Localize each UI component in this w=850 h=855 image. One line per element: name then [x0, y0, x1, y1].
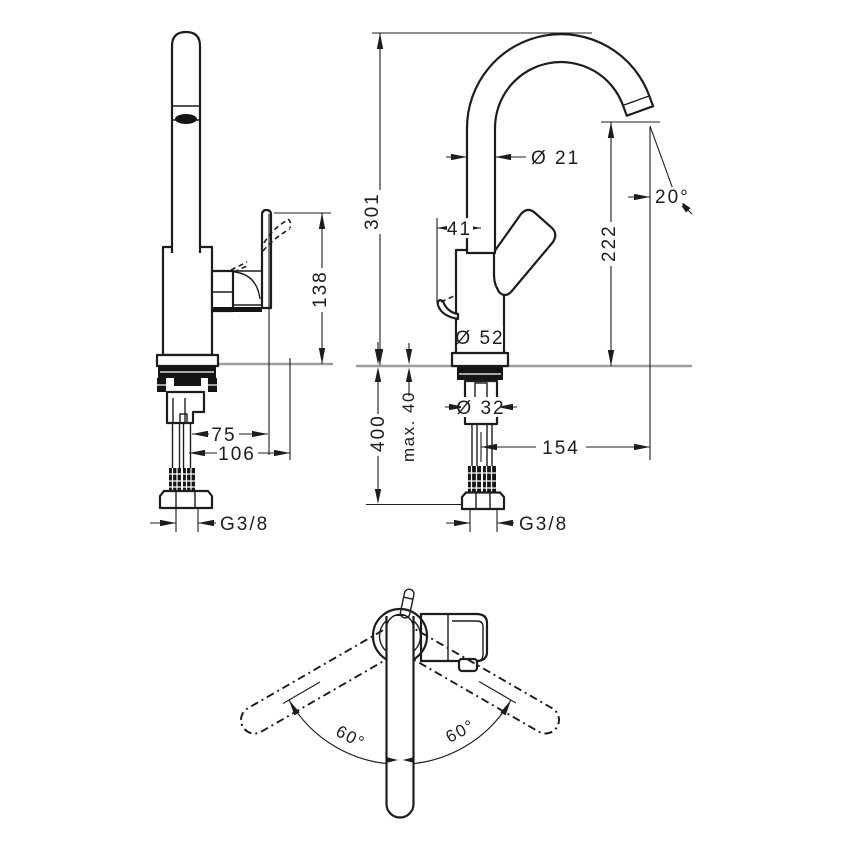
handle-raised-dashed	[263, 219, 289, 244]
lever-front	[436, 295, 460, 321]
dim-spout-diameter-label: Ø 21	[531, 148, 580, 169]
mounting-shank-side	[165, 390, 206, 425]
dim-spout-diameter: Ø 21	[446, 148, 580, 169]
dim-75: 75	[192, 214, 270, 455]
dim-138: 138	[274, 212, 331, 364]
side-view: 138 75 106 G3/8	[150, 30, 333, 535]
dim-154: 154	[480, 432, 650, 462]
hex-nut-side	[158, 489, 214, 510]
spout-front	[465, 33, 655, 255]
top-view: 60° 60°	[240, 588, 560, 819]
supply-hoses-side	[158, 423, 214, 510]
dim-301-label: 301	[362, 192, 383, 230]
dim-shank-diameter-label: Ø 32	[456, 398, 505, 419]
dim-400: 400	[366, 342, 461, 506]
dim-222: 222	[599, 121, 660, 366]
dim-thread-front-label: G3/8	[519, 514, 568, 535]
base-escutcheon-side	[155, 353, 220, 392]
front-view: 301 Ø 21 41 222	[356, 32, 693, 535]
dim-41-label: 41	[447, 219, 472, 240]
dim-thread-front: G3/8	[446, 509, 568, 535]
dim-222-label: 222	[599, 224, 620, 262]
dim-max-40: max. 40	[399, 343, 418, 462]
dim-thread-side-label: G3/8	[220, 514, 269, 535]
dim-154-label: 154	[542, 438, 580, 459]
joystick-handle-front	[492, 208, 557, 297]
spout-top	[385, 613, 415, 819]
hex-nut-front	[460, 491, 506, 511]
dim-thread-side: G3/8	[150, 509, 269, 535]
dim-106-label: 106	[218, 444, 256, 465]
handle-top	[419, 612, 489, 673]
dim-400-label: 400	[368, 414, 389, 452]
dim-106: 106	[189, 358, 291, 465]
aerator-ring	[622, 95, 650, 107]
dim-angle-20: 20°	[628, 125, 693, 460]
dim-75-label: 75	[211, 425, 236, 446]
base-escutcheon-front	[450, 351, 510, 389]
lever-knob-top	[399, 588, 415, 619]
dim-shank-diameter: Ø 32	[445, 397, 517, 419]
dim-138-label: 138	[310, 270, 331, 308]
dim-body-diameter-label: Ø 52	[455, 328, 504, 349]
dim-41: 41	[436, 218, 481, 303]
dim-301: 301	[362, 32, 592, 365]
swivel-arc	[282, 681, 517, 765]
center-position-arrows	[387, 757, 414, 763]
dim-max-40-label: max. 40	[399, 391, 418, 462]
dim-body-diameter: Ø 52	[455, 326, 504, 349]
spout-side	[170, 30, 202, 253]
handle-side	[210, 208, 292, 313]
faucet-body-side	[161, 245, 214, 357]
supply-hoses-front	[460, 424, 506, 511]
dim-angle-20-label: 20°	[655, 187, 690, 208]
aerator	[172, 105, 200, 124]
